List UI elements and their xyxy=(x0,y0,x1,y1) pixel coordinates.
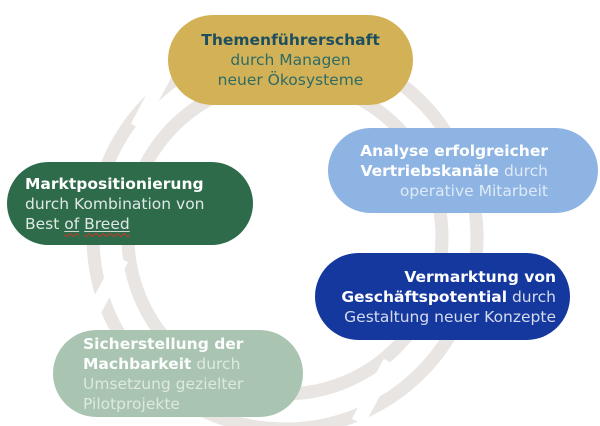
node-title: Sicherstellung der xyxy=(83,334,244,353)
node-vermarktung[interactable]: Vermarktung von Geschäftspotential durch… xyxy=(315,253,570,340)
node-title: Vermarktung von xyxy=(404,267,556,286)
node-subtext-line: Best of Breed xyxy=(25,214,130,233)
node-sicherstellung[interactable]: Sicherstellung der Machbarkeit durch Ums… xyxy=(53,330,303,417)
node-title: Marktpositionierung xyxy=(25,174,204,193)
node-subtext-line: neuer Ökosysteme xyxy=(217,71,364,89)
node-title-line2: Machbarkeit durch xyxy=(83,354,241,373)
node-title: Themenführerschaft xyxy=(201,31,380,49)
node-subtext-line: operative Mitarbeit xyxy=(399,181,548,200)
node-title-line2: Geschäftspotential durch xyxy=(341,287,556,306)
node-themenfuehrerschaft[interactable]: Themenführerschaft durch Managen neuer Ö… xyxy=(168,15,413,105)
node-marktpositionierung[interactable]: Marktpositionierung durch Kombination vo… xyxy=(7,162,253,245)
node-subtext-line: Umsetzung gezielter xyxy=(83,374,244,393)
ring-segment-gaps xyxy=(83,63,397,426)
node-subtext-line: durch Kombination von xyxy=(25,194,205,213)
node-subtext-line: durch Managen xyxy=(230,51,351,69)
node-analyse[interactable]: Analyse erfolgreicher Vertriebskanäle du… xyxy=(328,128,598,213)
node-title-line2: Vertriebskanäle durch xyxy=(360,161,548,180)
node-title: Analyse erfolgreicher xyxy=(360,141,548,160)
misspelled-word: Breed xyxy=(84,214,130,233)
node-subtext-line: Gestaltung neuer Konzepte xyxy=(344,307,556,326)
node-subtext-line: Pilotprojekte xyxy=(83,394,180,413)
misspelled-word: of xyxy=(64,214,80,233)
